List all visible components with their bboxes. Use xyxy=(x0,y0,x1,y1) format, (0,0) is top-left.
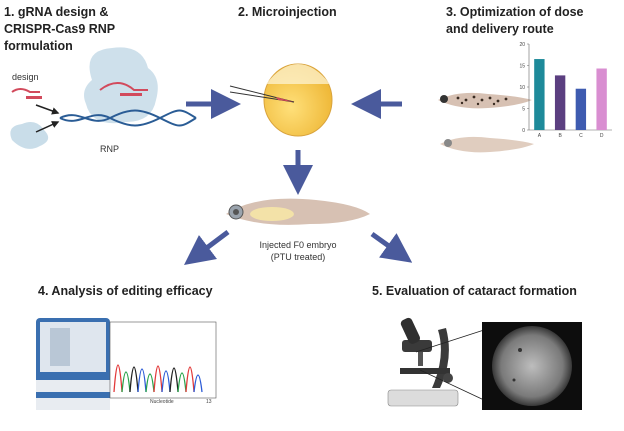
chart-y-ticks: 0 5 10 15 20 xyxy=(519,42,529,134)
larva2-eye-icon xyxy=(444,139,452,147)
chart-x-tick-label: B xyxy=(558,133,562,139)
clear-larva-icon xyxy=(440,136,534,153)
sequencer-panel-icon xyxy=(50,328,70,366)
chart-x-tick-label: C xyxy=(579,133,583,139)
trace-peak-icon xyxy=(137,368,147,393)
trace-peak-icon xyxy=(145,373,155,393)
opacity-spot-icon xyxy=(518,348,522,352)
grna-stem-icon xyxy=(26,96,42,99)
step5-title: 5. Evaluation of cataract formation xyxy=(372,284,577,298)
chart-y-tick-label: 15 xyxy=(519,64,525,70)
chart-y-tick-label: 10 xyxy=(519,85,525,91)
microinjection-illustration xyxy=(229,63,333,137)
opacity-spot-icon xyxy=(512,378,516,382)
trace-peak-icon xyxy=(153,365,163,393)
step3-title-line1: 3. Optimization of dose xyxy=(446,5,584,19)
chart-bar-b xyxy=(554,75,566,130)
egg-chorion-icon xyxy=(266,64,330,84)
embryo-label-line2: (PTU treated) xyxy=(271,252,326,262)
rnp-grna-icon xyxy=(99,82,148,91)
sequencer-illustration xyxy=(36,318,110,410)
cas9-protein-icon xyxy=(10,122,49,149)
larva-eye-icon xyxy=(440,95,448,103)
step1-title-line1: 1. gRNA design & xyxy=(4,5,108,19)
rnp-illustration: design RNP xyxy=(10,47,197,154)
chart-y-tick-label: 0 xyxy=(522,128,525,134)
trace-peak-icon xyxy=(177,372,187,393)
lens-image xyxy=(482,322,582,410)
chart-bars xyxy=(534,59,607,130)
embryo-pupil-icon xyxy=(233,209,239,215)
chart-bar-a xyxy=(534,59,545,130)
embryo-label-line1: Injected F0 embryo xyxy=(259,240,336,250)
dna-strand2-icon xyxy=(59,109,197,127)
arrow-embryo-to-step5 xyxy=(370,231,413,263)
microscope-base-icon xyxy=(387,389,459,407)
trace-peak-icon xyxy=(169,367,179,393)
sequencer-window-icon xyxy=(40,322,106,372)
chart-bar-c xyxy=(575,88,587,130)
step1-title-line2: CRISPR-Cas9 RNP xyxy=(4,22,115,36)
optimization-illustration xyxy=(438,92,534,153)
embryo-body-icon xyxy=(226,198,370,225)
step1-title-line3: formulation xyxy=(4,39,73,53)
chart-x-tick-label: D xyxy=(600,133,604,139)
sequencer-stripe-icon xyxy=(36,392,110,398)
grna-icon xyxy=(11,88,40,93)
arrow-cas9-to-rnp xyxy=(35,121,60,133)
nucleotide-axis-label: Nucleotide xyxy=(150,399,174,405)
nucleotide-axis-end: 13 xyxy=(206,399,212,405)
pigment-spots-icon xyxy=(456,95,508,106)
step2-title: 2. Microinjection xyxy=(238,5,337,19)
rnp-complex-icon xyxy=(84,47,158,124)
microscope-objective-icon xyxy=(418,352,423,366)
trace-peak-icon xyxy=(185,366,195,393)
step3-title-line2: and delivery route xyxy=(446,22,554,36)
chart-x-tick-label: A xyxy=(538,133,542,139)
trace-peak-icon xyxy=(121,371,131,393)
arrow-embryo-to-step4 xyxy=(184,230,230,265)
zoom-line-bottom xyxy=(419,369,485,401)
embryo-yolk-icon xyxy=(250,207,294,221)
dna-strand-icon xyxy=(59,109,197,127)
step4-title: 4. Analysis of editing efficacy xyxy=(38,284,213,298)
chart-x-ticks: A B C D xyxy=(538,133,604,139)
trace-peak-icon xyxy=(129,366,139,393)
microscope-stage-icon xyxy=(400,368,450,374)
chromatogram: Nucleotide 13 xyxy=(109,321,217,405)
microscope-illustration xyxy=(387,317,485,407)
chart-y-tick-label: 5 xyxy=(522,107,525,113)
trace-peak-icon xyxy=(161,370,171,393)
cataract-lens-icon xyxy=(492,326,572,406)
chart-bar-d xyxy=(596,68,607,130)
arrow-grna-to-rnp xyxy=(35,104,60,115)
dose-bar-chart: 0 5 10 15 20 A B C D xyxy=(519,42,612,139)
chart-y-tick-label: 20 xyxy=(519,42,525,48)
rnp-label: RNP xyxy=(100,144,119,154)
design-label: design xyxy=(12,72,39,82)
trace-peak-icon xyxy=(193,374,203,393)
injected-embryo-illustration xyxy=(226,198,370,225)
zoom-line-top xyxy=(415,329,485,353)
trace-peak-icon xyxy=(113,364,123,393)
pigmented-larva-icon xyxy=(438,92,532,109)
microscope-eyepiece-icon xyxy=(400,317,421,344)
rnp-grna-stem-icon xyxy=(120,93,142,96)
needle-tip-icon xyxy=(276,97,294,102)
microscope-focus-knob-icon xyxy=(443,373,453,383)
